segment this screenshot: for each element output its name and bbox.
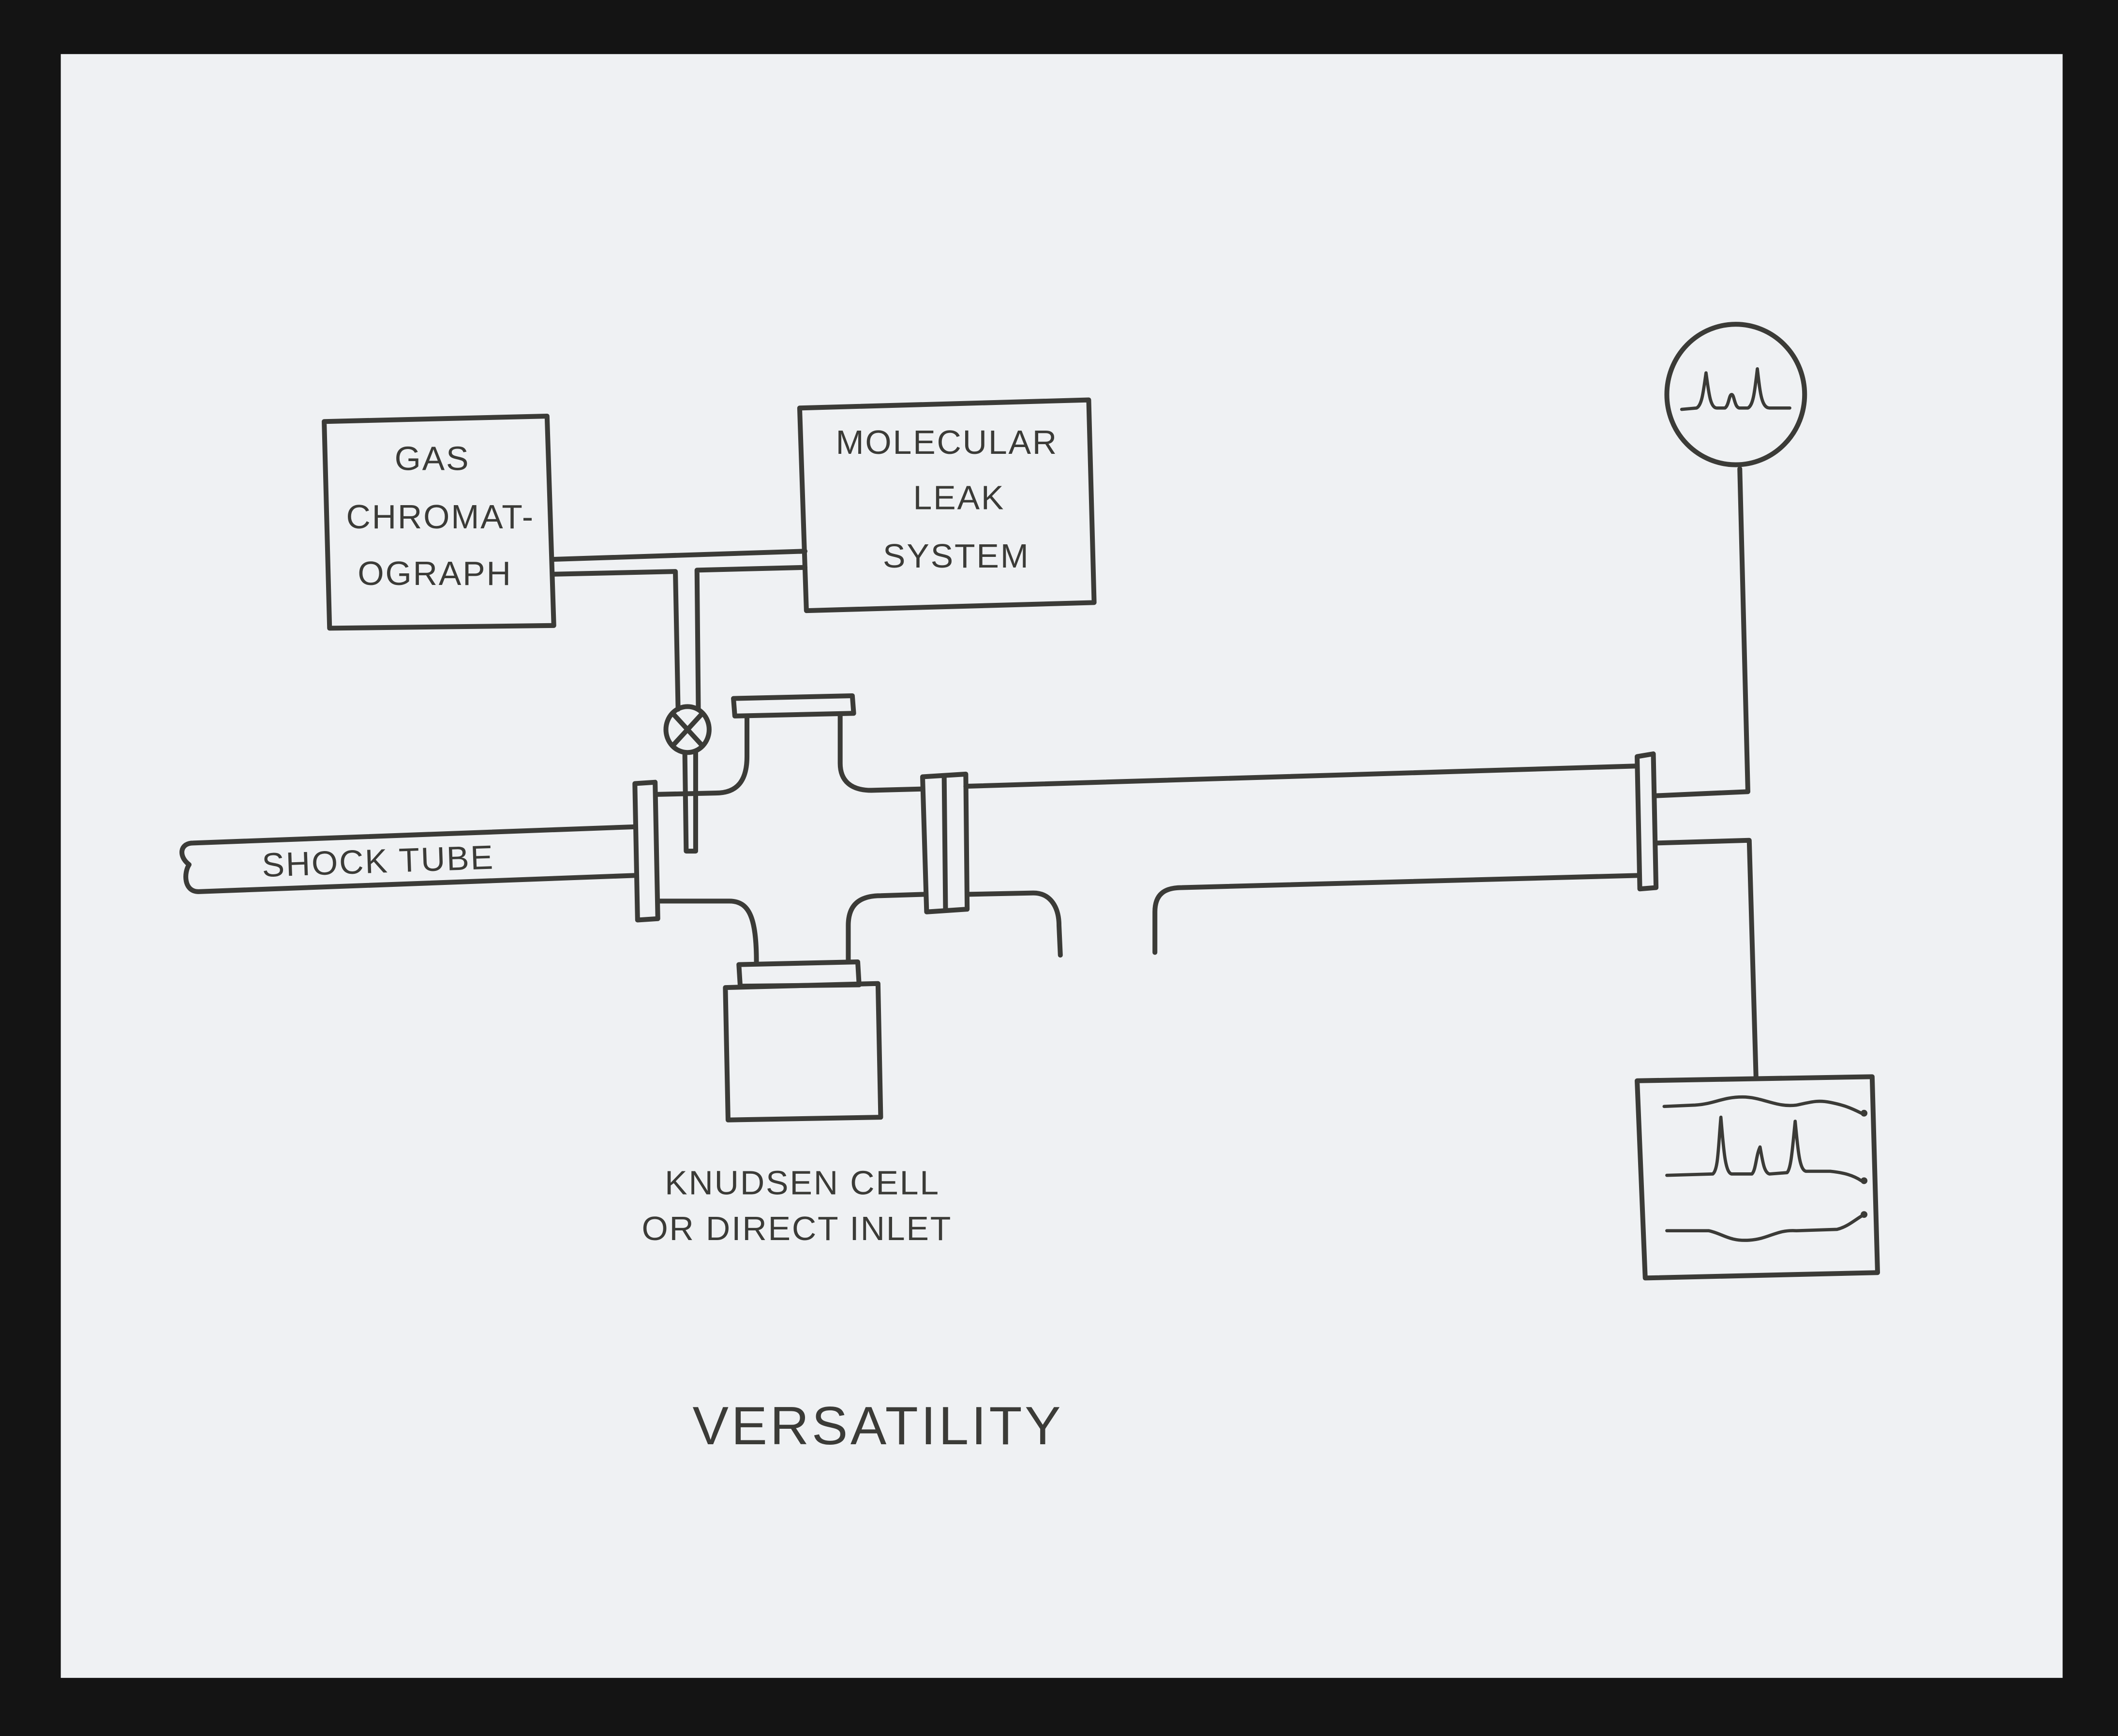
knudsen-label-line1: KNUDSEN CELL <box>665 1164 940 1201</box>
gas-chromatograph-box: GAS CHROMAT- OGRAPH <box>322 414 556 631</box>
chart-recorder-icon <box>1634 1074 1880 1281</box>
gc-label-line1: GAS <box>395 440 470 478</box>
shock-tube-label: SHOCK TUBE <box>261 838 495 884</box>
diagram-title: VERSATILITY <box>692 1395 1063 1456</box>
oscilloscope-icon <box>1664 322 1807 467</box>
flight-tube <box>963 466 1759 1079</box>
molecular-leak-system-box: MOLECULAR LEAK SYSTEM <box>797 397 1097 614</box>
cross-chamber <box>632 693 970 965</box>
mls-label-line3: SYSTEM <box>883 537 1030 575</box>
knudsen-cell: KNUDSEN CELL OR DIRECT INLET <box>641 959 952 1247</box>
gc-label-line3: OGRAPH <box>358 554 512 592</box>
valve-icon <box>663 704 712 755</box>
inlet-connector <box>551 549 808 854</box>
mls-label-line1: MOLECULAR <box>835 423 1058 461</box>
knudsen-label-line2: OR DIRECT INLET <box>641 1210 952 1247</box>
shock-tube: SHOCK TUBE <box>179 824 638 894</box>
gc-label-line2: CHROMAT- <box>346 498 535 536</box>
mls-label-line2: LEAK <box>913 479 1005 517</box>
